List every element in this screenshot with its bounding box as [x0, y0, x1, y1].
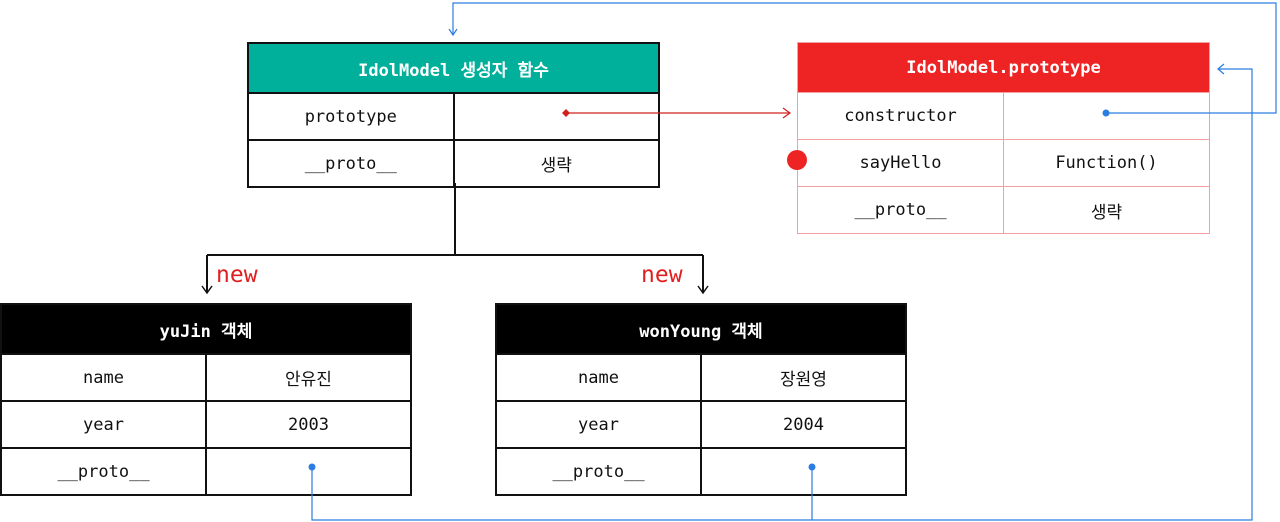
table-row: __proto__ 생략 — [249, 139, 658, 186]
table-row: name 안유진 — [2, 353, 410, 400]
proto-key: __proto__ — [854, 200, 947, 220]
proto-value: 생략 — [452, 141, 659, 186]
constructor-link-dot — [1102, 109, 1110, 117]
proto-value: 생략 — [1003, 187, 1209, 233]
yujin-proto-dot — [308, 463, 316, 471]
sayhello-value: Function() — [1003, 140, 1209, 186]
constructor-function-box: IdolModel 생성자 함수 prototype __proto__ 생략 — [247, 42, 660, 188]
new-tree-connector — [201, 183, 709, 295]
wonyoung-box-title: wonYoung 객체 — [497, 305, 905, 353]
constructor-key: constructor — [844, 106, 957, 126]
year-value: 2003 — [205, 402, 410, 447]
table-row: sayHello Function() — [798, 139, 1209, 186]
table-row: name 장원영 — [497, 353, 905, 400]
constructor-value — [1003, 93, 1209, 139]
prototype-key: prototype — [304, 106, 397, 127]
prototype-link-arrow — [566, 107, 792, 119]
yujin-box-title: yuJin 객체 — [2, 305, 410, 353]
prototype-object-box: IdolModel.prototype constructor sayHello… — [797, 42, 1210, 234]
proto-value — [205, 449, 410, 494]
wonyoung-object-box: wonYoung 객체 name 장원영 year 2004 __proto__ — [495, 303, 907, 496]
sayhello-key: sayHello — [859, 153, 942, 173]
new-label-wonyoung: new — [641, 262, 683, 288]
wonyoung-proto-dot — [808, 463, 816, 471]
table-row: prototype — [249, 92, 658, 139]
prototype-link-diamond — [562, 109, 570, 117]
proto-key: __proto__ — [552, 461, 645, 482]
instance-proto-link-arrow — [311, 63, 1253, 521]
year-value: 2004 — [700, 402, 905, 447]
table-row: __proto__ 생략 — [798, 186, 1209, 233]
table-row: __proto__ — [2, 447, 410, 494]
proto-value — [700, 449, 905, 494]
proto-key: __proto__ — [304, 153, 397, 174]
yujin-object-box: yuJin 객체 name 안유진 year 2003 __proto__ — [0, 303, 412, 496]
constructor-box-title: IdolModel 생성자 함수 — [249, 44, 658, 92]
year-key: year — [83, 414, 124, 435]
name-key: name — [83, 367, 124, 388]
table-row: year 2004 — [497, 400, 905, 447]
name-key: name — [578, 367, 619, 388]
sayhello-marker-dot — [787, 150, 807, 170]
table-row: year 2003 — [2, 400, 410, 447]
table-row: constructor — [798, 92, 1209, 139]
name-value: 장원영 — [700, 355, 905, 400]
prototype-box-title: IdolModel.prototype — [798, 43, 1209, 92]
year-key: year — [578, 414, 619, 435]
constructor-link-arrow — [448, 2, 1277, 114]
proto-key: __proto__ — [57, 461, 150, 482]
prototype-value — [452, 94, 659, 139]
name-value: 안유진 — [205, 355, 410, 400]
table-row: __proto__ — [497, 447, 905, 494]
new-label-yujin: new — [216, 262, 258, 288]
